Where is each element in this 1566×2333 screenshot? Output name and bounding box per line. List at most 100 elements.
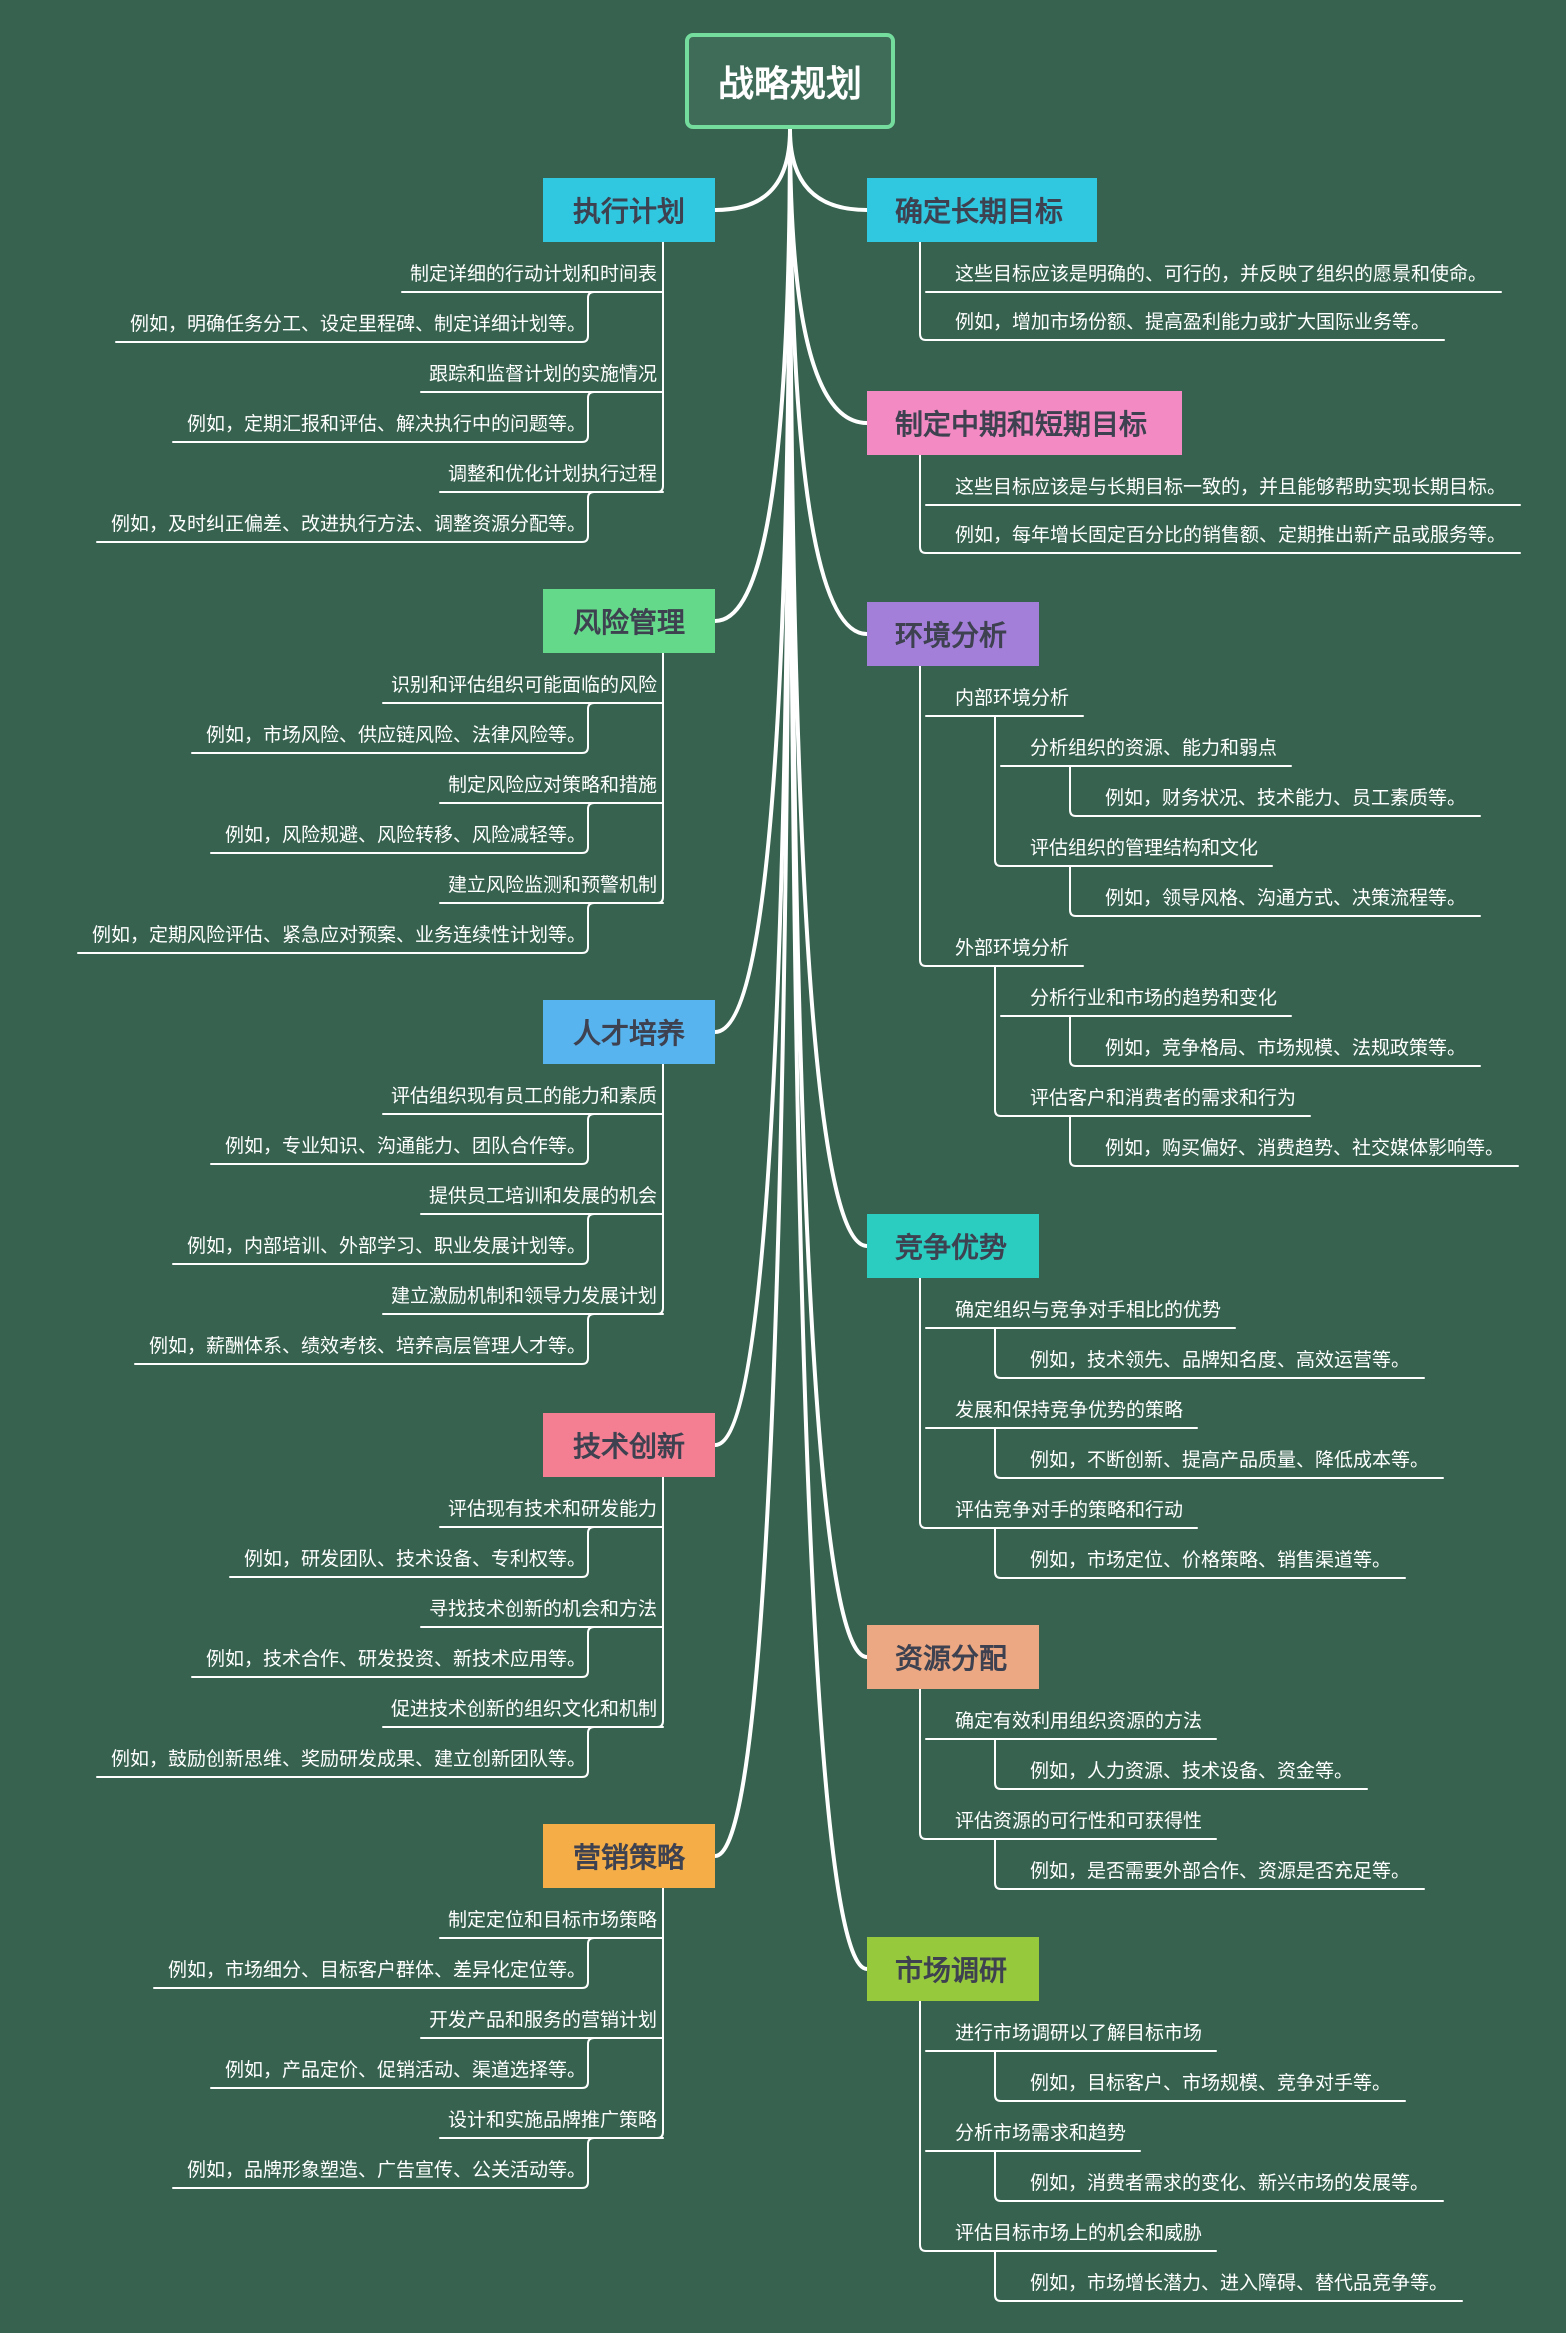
- env-subtopic[interactable]: 评估客户和消费者的需求和行为: [1030, 1087, 1297, 1109]
- right-goal-line[interactable]: 例如，每年增长固定百分比的销售额、定期推出新产品或服务等。: [955, 524, 1507, 546]
- env-subtopic[interactable]: 分析行业和市场的趋势和变化: [1030, 987, 1278, 1009]
- left-subtopic[interactable]: 建立激励机制和领导力发展计划: [391, 1285, 658, 1307]
- example-connector: [1069, 865, 1481, 917]
- example-connector: [210, 2037, 595, 2089]
- example-connector: [210, 1113, 595, 1165]
- left-subtopic[interactable]: 建立风险监测和预警机制: [448, 874, 658, 896]
- topic-4-right[interactable]: 竞争优势: [867, 1214, 1039, 1278]
- right-branch-connector: [788, 128, 869, 425]
- topic-3-right[interactable]: 环境分析: [867, 602, 1039, 666]
- left-subtopic[interactable]: 调整和优化计划执行过程: [448, 463, 658, 485]
- env-subtopic[interactable]: 评估组织的管理结构和文化: [1030, 837, 1259, 859]
- left-subtopic[interactable]: 跟踪和监督计划的实施情况: [429, 363, 658, 385]
- left-example[interactable]: 例如，明确任务分工、设定里程碑、制定详细计划等。: [130, 313, 587, 335]
- topic-1-right[interactable]: 确定长期目标: [867, 178, 1097, 242]
- example-connector: [994, 2050, 1406, 2102]
- right-example[interactable]: 例如，市场增长潜力、进入障碍、替代品竞争等。: [1030, 2272, 1449, 2294]
- right-subtopic[interactable]: 评估竞争对手的策略和行动: [955, 1499, 1184, 1521]
- example-connector: [994, 1327, 1425, 1379]
- right-goal-line[interactable]: 这些目标应该是与长期目标一致的，并且能够帮助实现长期目标。: [955, 476, 1507, 498]
- topic-4-left[interactable]: 技术创新: [543, 1413, 715, 1477]
- left-subtopic[interactable]: 评估组织现有员工的能力和素质: [391, 1085, 658, 1107]
- example-connector: [191, 1626, 595, 1678]
- example-connector: [1069, 765, 1481, 817]
- left-example[interactable]: 例如，定期风险评估、紧急应对预案、业务连续性计划等。: [92, 924, 587, 946]
- right-subtopic[interactable]: 分析市场需求和趋势: [955, 2122, 1127, 2144]
- left-subtopic[interactable]: 寻找技术创新的机会和方法: [429, 1598, 658, 1620]
- right-example[interactable]: 例如，是否需要外部合作、资源是否充足等。: [1030, 1860, 1411, 1882]
- left-example[interactable]: 例如，鼓励创新思维、奖励研发成果、建立创新团队等。: [111, 1748, 587, 1770]
- left-example[interactable]: 例如，风险规避、风险转移、风险减轻等。: [225, 824, 587, 846]
- left-spine: [656, 1063, 664, 1315]
- right-goal-line[interactable]: 这些目标应该是明确的、可行的，并反映了组织的愿景和使命。: [955, 263, 1488, 285]
- left-subtopic[interactable]: 评估现有技术和研发能力: [448, 1498, 658, 1520]
- right-example[interactable]: 例如，目标客户、市场规模、竞争对手等。: [1030, 2072, 1392, 2094]
- example-connector: [1069, 1015, 1481, 1067]
- left-example[interactable]: 例如，产品定价、促销活动、渠道选择等。: [225, 2059, 587, 2081]
- right-branch-connector: [788, 128, 869, 1971]
- left-example[interactable]: 例如，市场风险、供应链风险、法律风险等。: [206, 724, 587, 746]
- topic-2-right[interactable]: 制定中期和短期目标: [867, 391, 1182, 455]
- left-subtopic[interactable]: 制定风险应对策略和措施: [448, 774, 658, 796]
- env-subtopic[interactable]: 分析组织的资源、能力和弱点: [1030, 737, 1278, 759]
- left-example[interactable]: 例如，市场细分、目标客户群体、差异化定位等。: [168, 1959, 587, 1981]
- topic-1-left[interactable]: 执行计划: [543, 178, 715, 242]
- example-connector: [994, 2150, 1444, 2202]
- right-example[interactable]: 例如，人力资源、技术设备、资金等。: [1030, 1760, 1354, 1782]
- right-spine: [919, 241, 927, 341]
- right-subtopic[interactable]: 进行市场调研以了解目标市场: [955, 2022, 1203, 2044]
- example-connector: [96, 491, 595, 543]
- right-goal-line[interactable]: 例如，增加市场份额、提高盈利能力或扩大国际业务等。: [955, 311, 1431, 333]
- left-example[interactable]: 例如，技术合作、研发投资、新技术应用等。: [206, 1648, 587, 1670]
- env-group[interactable]: 内部环境分析: [955, 687, 1070, 709]
- root-topic[interactable]: 战略规划: [685, 33, 895, 129]
- left-example[interactable]: 例如，研发团队、技术设备、专利权等。: [244, 1548, 587, 1570]
- right-spine: [919, 1688, 927, 1840]
- left-example[interactable]: 例如，品牌形象塑造、广告宣传、公关活动等。: [187, 2159, 587, 2181]
- right-example[interactable]: 例如，不断创新、提高产品质量、降低成本等。: [1030, 1449, 1430, 1471]
- left-subtopic[interactable]: 促进技术创新的组织文化和机制: [391, 1698, 658, 1720]
- right-branch-connector: [788, 128, 869, 212]
- example-connector: [994, 1427, 1444, 1479]
- group-spine: [994, 965, 1002, 1117]
- left-subtopic[interactable]: 提供员工培训和发展的机会: [429, 1185, 658, 1207]
- left-example[interactable]: 例如，薪酬体系、绩效考核、培养高层管理人才等。: [149, 1335, 587, 1357]
- right-subtopic[interactable]: 评估目标市场上的机会和威胁: [955, 2222, 1203, 2244]
- env-example[interactable]: 例如，财务状况、技术能力、员工素质等。: [1105, 787, 1467, 809]
- example-connector: [210, 802, 595, 854]
- left-subtopic[interactable]: 设计和实施品牌推广策略: [448, 2109, 658, 2131]
- left-subtopic[interactable]: 制定详细的行动计划和时间表: [410, 263, 658, 285]
- topic-3-left[interactable]: 人才培养: [543, 1000, 715, 1064]
- right-subtopic[interactable]: 确定组织与竞争对手相比的优势: [955, 1299, 1222, 1321]
- right-branch-connector: [788, 128, 869, 636]
- example-connector: [994, 1838, 1425, 1890]
- env-example[interactable]: 例如，竞争格局、市场规模、法规政策等。: [1105, 1037, 1467, 1059]
- topic-2-left[interactable]: 风险管理: [543, 589, 715, 653]
- left-example[interactable]: 例如，内部培训、外部学习、职业发展计划等。: [187, 1235, 587, 1257]
- left-subtopic[interactable]: 制定定位和目标市场策略: [448, 1909, 658, 1931]
- example-connector: [153, 1937, 595, 1989]
- right-example[interactable]: 例如，市场定位、价格策略、销售渠道等。: [1030, 1549, 1392, 1571]
- env-example[interactable]: 例如，领导风格、沟通方式、决策流程等。: [1105, 887, 1467, 909]
- topic-5-left[interactable]: 营销策略: [543, 1824, 715, 1888]
- right-example[interactable]: 例如，消费者需求的变化、新兴市场的发展等。: [1030, 2172, 1430, 2194]
- left-example[interactable]: 例如，专业知识、沟通能力、团队合作等。: [225, 1135, 587, 1157]
- left-example[interactable]: 例如，定期汇报和评估、解决执行中的问题等。: [187, 413, 587, 435]
- example-connector: [134, 1313, 595, 1365]
- left-subtopic[interactable]: 识别和评估组织可能面临的风险: [391, 674, 658, 696]
- env-example[interactable]: 例如，购买偏好、消费趋势、社交媒体影响等。: [1105, 1137, 1505, 1159]
- left-spine: [656, 241, 664, 493]
- right-example[interactable]: 例如，技术领先、品牌知名度、高效运营等。: [1030, 1349, 1411, 1371]
- right-subtopic[interactable]: 评估资源的可行性和可获得性: [955, 1810, 1203, 1832]
- topic-6-right[interactable]: 市场调研: [867, 1937, 1039, 2001]
- example-connector: [77, 902, 595, 954]
- env-group[interactable]: 外部环境分析: [955, 937, 1070, 959]
- topic-5-right[interactable]: 资源分配: [867, 1625, 1039, 1689]
- right-subtopic[interactable]: 确定有效利用组织资源的方法: [955, 1710, 1203, 1732]
- right-subtopic[interactable]: 发展和保持竞争优势的策略: [955, 1399, 1184, 1421]
- example-connector: [96, 1726, 595, 1778]
- left-subtopic[interactable]: 开发产品和服务的营销计划: [429, 2009, 658, 2031]
- left-example[interactable]: 例如，及时纠正偏差、改进执行方法、调整资源分配等。: [111, 513, 587, 535]
